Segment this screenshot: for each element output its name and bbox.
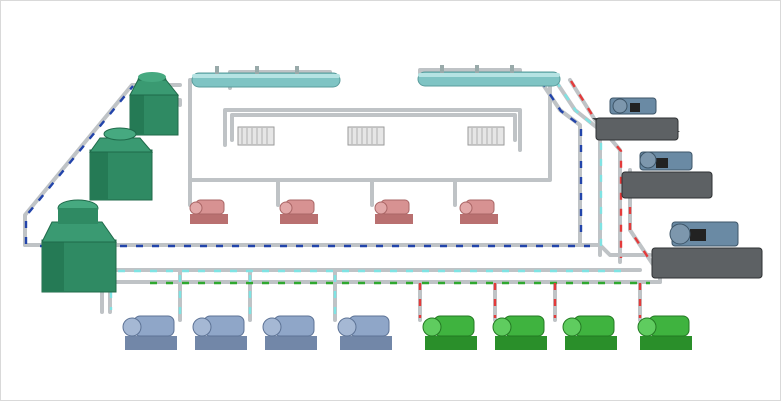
cooling-tower [89,127,154,201]
header-supply [191,66,341,88]
terminal-coil [347,126,385,146]
pump [492,315,547,350]
pump [422,315,477,350]
cooling-towers [41,72,180,293]
cooling-tower [129,72,180,136]
terminal-coil [467,126,505,146]
pump [122,315,177,350]
chiller [621,151,713,199]
cooling-tower [41,199,117,293]
pump [637,315,692,350]
terminal-coils [237,126,505,146]
pumps-chilled-water [422,315,692,350]
pump [192,315,247,350]
chillers [592,97,763,279]
headers [191,65,561,88]
pump [562,315,617,350]
pumps-secondary [189,199,498,224]
pump [374,199,413,224]
pump [262,315,317,350]
pump [189,199,228,224]
chiller [651,221,763,279]
pumps-cooling-water [122,315,392,350]
pump [459,199,498,224]
chiller [592,97,680,141]
terminal-coil [237,126,275,146]
header-return [417,65,561,87]
pump [337,315,392,350]
pump [279,199,318,224]
